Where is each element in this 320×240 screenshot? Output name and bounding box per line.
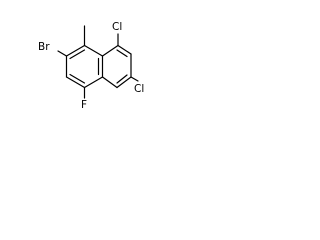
bond-c1-n2 <box>117 44 132 55</box>
atom-label-cl-right: Cl <box>134 83 144 95</box>
bond-c8a-c1 <box>101 44 119 57</box>
double-bond-c5-c6 <box>69 73 86 84</box>
bond-c4-c4a <box>101 76 118 89</box>
bond-c3-c4 <box>116 76 132 89</box>
bond-c5-c6 <box>65 76 86 89</box>
atom-label-f: F <box>81 99 87 111</box>
molecule-structure: Br Cl Cl F <box>38 21 144 111</box>
double-bond-c3-c4 <box>116 74 128 84</box>
atom-label-cl-top: Cl <box>112 21 122 33</box>
bond-c3-cl <box>130 76 139 82</box>
bond-c8-c8a <box>83 44 104 57</box>
double-bond-c1-n2 <box>116 49 128 58</box>
bond-c4a-c5 <box>83 76 104 89</box>
bond-c7-c8 <box>65 44 86 57</box>
double-bond-c7-c8 <box>69 49 86 60</box>
bond-c7-br <box>57 50 68 57</box>
atom-label-br: Br <box>38 41 50 53</box>
